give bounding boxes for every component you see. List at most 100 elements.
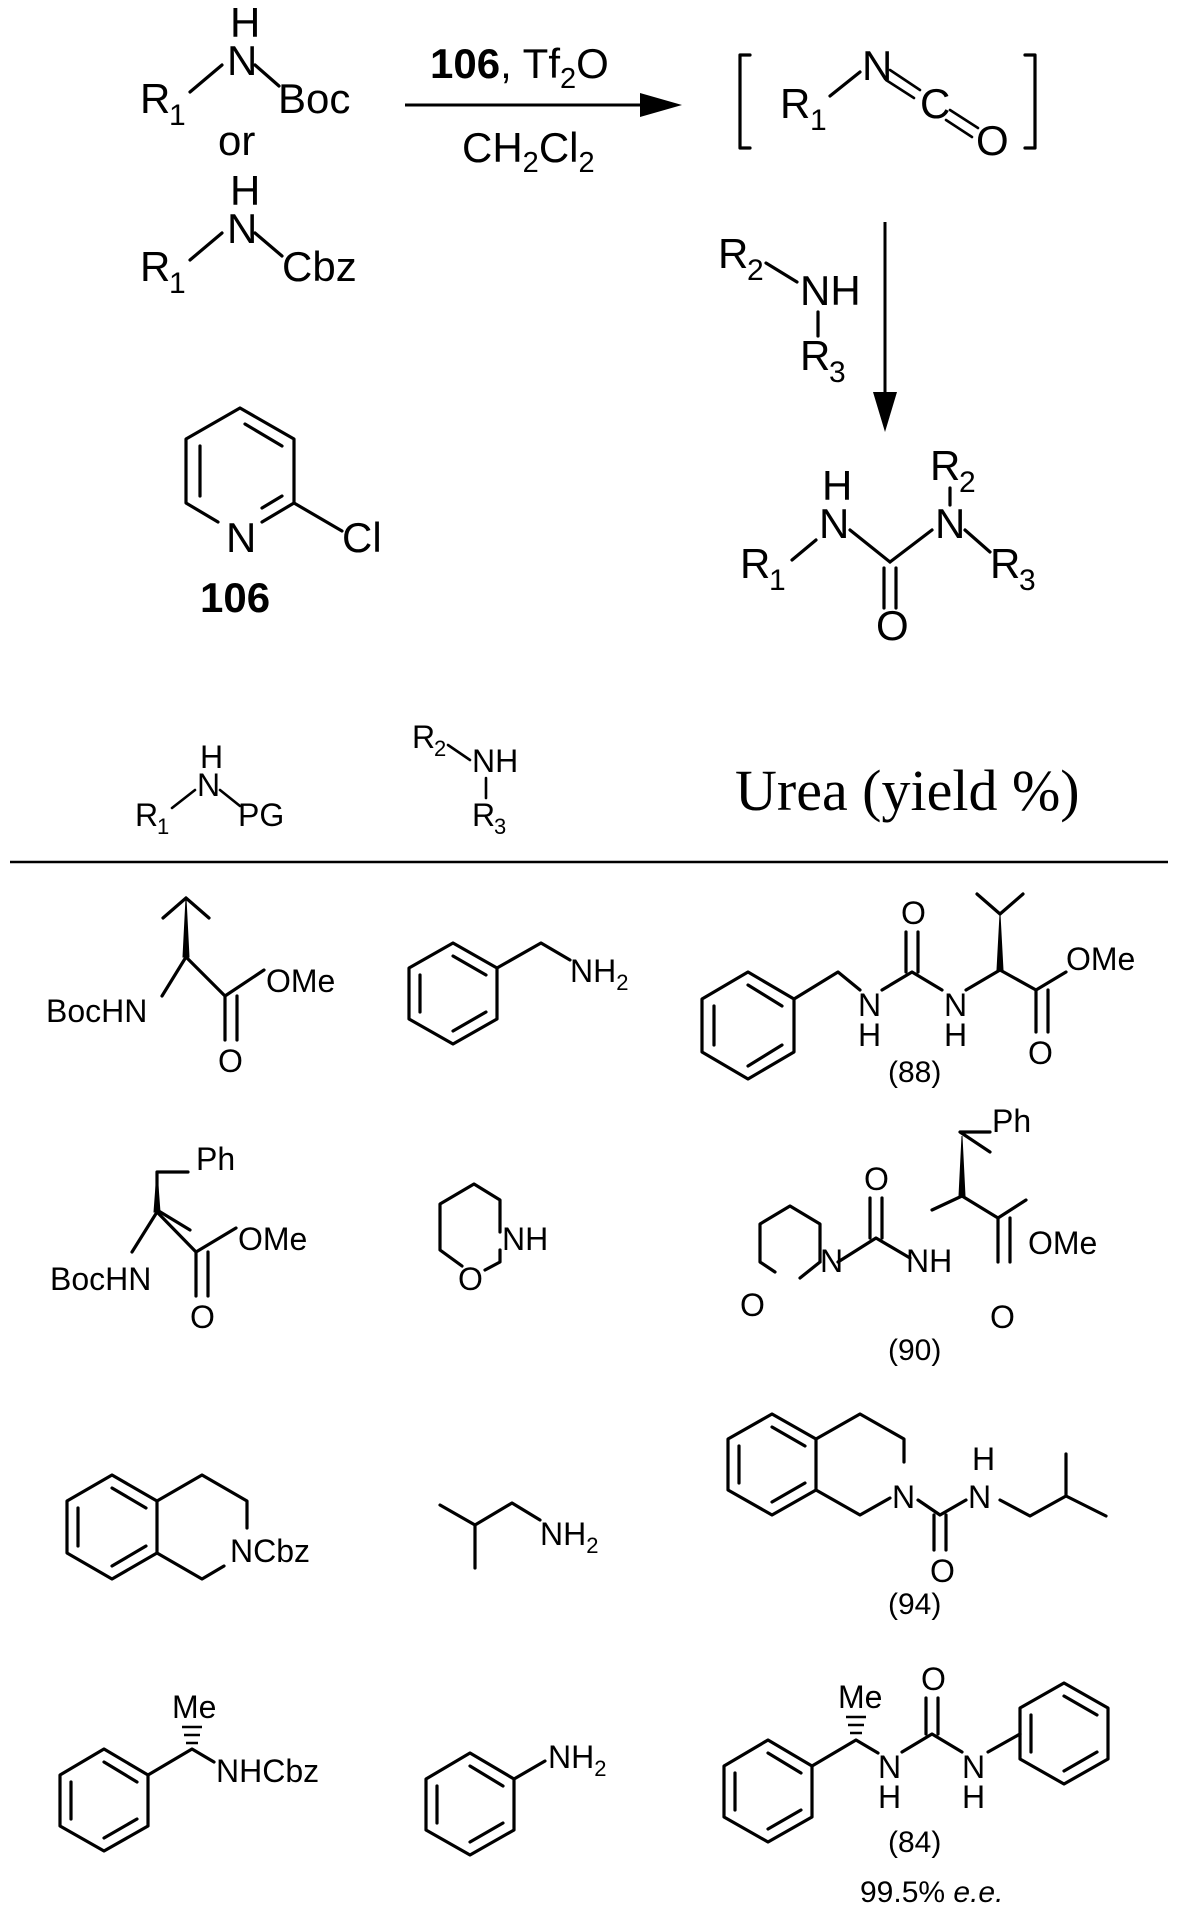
atom-n: N	[968, 1479, 991, 1515]
benzene-ring	[58, 1747, 150, 1853]
yield-row-2: (90)	[888, 1334, 941, 1367]
bond-double	[944, 118, 974, 139]
atom-n: N	[226, 514, 256, 561]
atom-r: R	[135, 797, 158, 833]
benzene-inner	[69, 1760, 139, 1840]
bracket-right	[1023, 53, 1037, 150]
arrow-head	[873, 392, 897, 432]
isobutyl-bonds	[438, 1501, 542, 1570]
row1-urea-product: N H N H O OMe O (88)	[700, 892, 1135, 1089]
amine-reagent: R 2 NH R 3	[718, 230, 861, 389]
row4-urea-product: Me N H O N H (84) 99.5% e.e.	[722, 1661, 1110, 1909]
atom-n: N	[227, 37, 257, 84]
header-protected-amine: H N R 1 PG	[135, 739, 284, 839]
atom-n: N	[819, 500, 849, 547]
bond	[218, 788, 242, 808]
atom-h: H	[878, 1779, 901, 1815]
isopropyl	[161, 896, 211, 920]
bond	[836, 1236, 912, 1264]
bond	[986, 1732, 1022, 1754]
bond	[170, 788, 197, 810]
pyridine-106: N Cl 106	[184, 406, 382, 621]
benzyl-bond	[958, 1130, 992, 1154]
row4-aniline: NH2	[424, 1739, 606, 1857]
atom-nh: NH	[906, 1243, 952, 1279]
atom-h: H	[230, 0, 260, 46]
atom-r: R	[472, 797, 495, 833]
atom-n: N	[878, 1749, 901, 1785]
isocyanate-intermediate: R 1 N C O	[738, 42, 1037, 164]
label-bochn: BocHN	[50, 1261, 151, 1297]
bond-double	[888, 68, 922, 92]
backbone	[160, 955, 266, 1042]
bond	[188, 231, 224, 262]
benzene-inner	[435, 1764, 505, 1844]
bond	[964, 968, 1068, 1034]
atom-n: N	[935, 500, 965, 547]
morpholine-ring	[438, 1182, 502, 1272]
atom-o: O	[740, 1287, 765, 1323]
atom-h: H	[200, 739, 223, 775]
benzene-ring	[407, 941, 499, 1046]
label-nh2: NH2	[570, 953, 628, 995]
atom-r: R	[930, 442, 960, 489]
row1-boc-valine-methyl-ester: BocHN OMe O	[46, 896, 335, 1079]
yield-row-3: (94)	[888, 1588, 941, 1621]
benzene-inner	[733, 1751, 803, 1831]
label-me: Me	[838, 1679, 882, 1715]
label-cbz: Cbz	[282, 243, 357, 290]
atom-n: N	[820, 1243, 843, 1279]
label-ph: Ph	[992, 1103, 1031, 1139]
row2-urea-product: O N O NH Ph OMe O (90)	[740, 1103, 1097, 1367]
bond	[764, 261, 799, 284]
saturated-ring	[155, 1473, 249, 1581]
atom-sub-1: 1	[157, 814, 169, 839]
benzene-inner	[712, 983, 784, 1068]
benzene-ring	[726, 1412, 818, 1517]
ring-inner-bond	[260, 494, 284, 510]
benzene-ring	[65, 1473, 159, 1581]
or-text: or	[218, 117, 255, 164]
yield-row-4: (84)	[888, 1826, 941, 1859]
label-bochn: BocHN	[46, 993, 147, 1029]
row3-urea-product: N O N H (94)	[726, 1412, 1108, 1621]
label-boc: Boc	[278, 75, 350, 122]
bond	[848, 528, 892, 564]
atom-o: O	[864, 1161, 889, 1197]
bond	[146, 1747, 216, 1777]
atom-nh: NH	[502, 1221, 548, 1257]
atom-sub-1: 1	[169, 99, 186, 132]
stereo-hash	[846, 1715, 866, 1735]
label-ome: OMe	[1066, 941, 1135, 977]
atom-h: H	[822, 462, 852, 509]
atom-n: N	[892, 1479, 915, 1515]
atom-r: R	[780, 80, 810, 127]
row2-boc-phenylalanine-methyl-ester: Ph BocHN OMe O	[50, 1141, 307, 1335]
bracket-left	[738, 53, 752, 150]
atom-sub-3: 3	[494, 814, 506, 839]
atom-h: H	[858, 1017, 881, 1053]
atom-sub-2: 2	[434, 736, 446, 761]
atom-o: O	[218, 1043, 243, 1079]
reaction-arrow-2	[873, 222, 897, 432]
atom-sub-1: 1	[769, 564, 786, 597]
label-pg: PG	[238, 797, 284, 833]
bond	[963, 528, 992, 554]
stereo-wedge	[153, 1171, 161, 1213]
stereo-wedge	[996, 913, 1004, 971]
label-nhcbz: NHCbz	[216, 1753, 319, 1789]
arrow-head	[640, 93, 682, 117]
benzene-inner	[418, 954, 488, 1033]
ch2-bond	[495, 941, 572, 970]
bond	[790, 538, 818, 562]
atom-r: R	[718, 230, 748, 277]
atom-r: R	[140, 243, 170, 290]
atom-o: O	[1028, 1035, 1053, 1071]
atom-n: N	[944, 987, 967, 1023]
atom-sub-3: 3	[829, 356, 846, 389]
isopropyl	[975, 892, 1025, 916]
atom-o: O	[976, 117, 1009, 164]
ring-inner-bond	[243, 422, 284, 448]
atom-h: H	[972, 1441, 995, 1477]
header-amine: R 2 NH R 3	[412, 719, 518, 839]
